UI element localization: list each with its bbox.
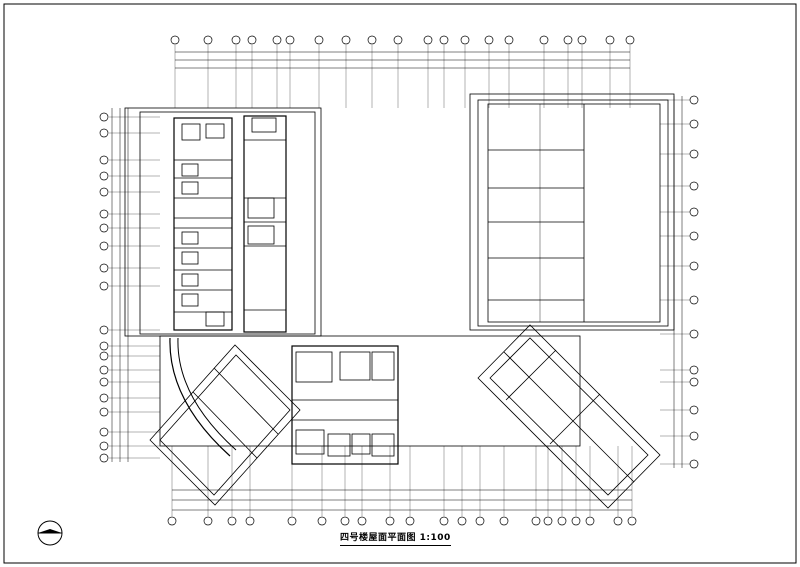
axis-bubble-icon	[385, 516, 395, 526]
axis-bubble-icon	[367, 35, 377, 45]
axis-bubble-icon	[689, 329, 699, 339]
axis-bubble-icon	[605, 35, 615, 45]
axis-bubble-icon	[99, 365, 109, 375]
axis-bubble-icon	[99, 341, 109, 351]
axis-bubble-icon	[627, 516, 637, 526]
axis-bubble-icon	[99, 407, 109, 417]
axis-bubble-icon	[99, 281, 109, 291]
axis-bubble-icon	[689, 119, 699, 129]
axis-bubble-icon	[99, 209, 109, 219]
axis-bubble-icon	[499, 516, 509, 526]
axis-bubble-icon	[689, 431, 699, 441]
axis-bubble-icon	[689, 365, 699, 375]
axis-bubble-icon	[99, 112, 109, 122]
axis-bubble-icon	[531, 516, 541, 526]
axis-bubble-icon	[314, 35, 324, 45]
axis-bubble-icon	[563, 35, 573, 45]
left-wing	[124, 107, 322, 337]
axis-bubbles-top	[170, 35, 635, 45]
axis-bubble-icon	[340, 516, 350, 526]
axis-bubble-icon	[543, 516, 553, 526]
axis-bubble-icon	[357, 516, 367, 526]
axis-bubble-icon	[689, 231, 699, 241]
axis-bubble-icon	[457, 516, 467, 526]
axis-bubble-icon	[247, 35, 257, 45]
axis-bubble-icon	[245, 516, 255, 526]
axis-bubbles-left	[99, 112, 109, 463]
axis-bubble-icon	[571, 516, 581, 526]
axis-bubble-icon	[460, 35, 470, 45]
diagonal-wing-right	[477, 324, 661, 509]
axis-bubble-icon	[99, 155, 109, 165]
axis-bubble-icon	[203, 516, 213, 526]
axis-bubble-icon	[689, 459, 699, 469]
axis-bubble-icon	[439, 35, 449, 45]
axis-bubble-icon	[272, 35, 282, 45]
axis-bubble-icon	[689, 207, 699, 217]
axis-bubble-icon	[504, 35, 514, 45]
axis-bubble-icon	[475, 516, 485, 526]
diagonal-wing-left	[149, 344, 301, 506]
axis-bubble-icon	[203, 35, 213, 45]
axis-bubble-icon	[689, 405, 699, 415]
axis-bubble-icon	[423, 35, 433, 45]
axis-bubble-icon	[167, 516, 177, 526]
axis-bubble-icon	[99, 187, 109, 197]
axis-bubble-icon	[317, 516, 327, 526]
axis-bubble-icon	[99, 393, 109, 403]
axis-bubble-icon	[539, 35, 549, 45]
grid-lines	[109, 45, 690, 516]
axis-bubble-icon	[557, 516, 567, 526]
right-wing	[469, 93, 675, 331]
axis-bubble-icon	[99, 377, 109, 387]
axis-bubble-icon	[405, 516, 415, 526]
axis-bubble-icon	[99, 128, 109, 138]
axis-bubble-icon	[170, 35, 180, 45]
central-block	[159, 335, 581, 465]
axis-bubble-icon	[99, 441, 109, 451]
axis-bubble-icon	[613, 516, 623, 526]
axis-bubble-icon	[689, 377, 699, 387]
axis-bubble-icon	[577, 35, 587, 45]
axis-bubble-icon	[341, 35, 351, 45]
axis-bubble-icon	[99, 241, 109, 251]
axis-bubble-icon	[287, 516, 297, 526]
sheet-border	[3, 3, 797, 564]
axis-bubble-icon	[689, 95, 699, 105]
axis-bubbles-right	[689, 95, 699, 469]
north-arrow-icon	[37, 520, 63, 546]
axis-bubble-icon	[99, 171, 109, 181]
axis-bubble-icon	[484, 35, 494, 45]
axis-bubble-icon	[585, 516, 595, 526]
axis-bubble-icon	[689, 149, 699, 159]
axis-bubble-icon	[625, 35, 635, 45]
axis-bubble-icon	[227, 516, 237, 526]
axis-bubble-icon	[231, 35, 241, 45]
axis-bubble-icon	[439, 516, 449, 526]
axis-bubble-icon	[99, 427, 109, 437]
axis-bubble-icon	[99, 453, 109, 463]
drawing-title: 四号楼屋面平面图 1:100	[340, 530, 451, 546]
axis-bubble-icon	[689, 295, 699, 305]
axis-bubble-icon	[99, 223, 109, 233]
axis-bubble-icon	[393, 35, 403, 45]
axis-bubbles-bottom	[167, 516, 637, 526]
axis-bubble-icon	[99, 351, 109, 361]
axis-bubble-icon	[99, 325, 109, 335]
axis-bubble-icon	[689, 261, 699, 271]
axis-bubble-icon	[689, 181, 699, 191]
axis-bubble-icon	[99, 263, 109, 273]
dimension-lines	[111, 51, 683, 511]
axis-bubble-icon	[285, 35, 295, 45]
